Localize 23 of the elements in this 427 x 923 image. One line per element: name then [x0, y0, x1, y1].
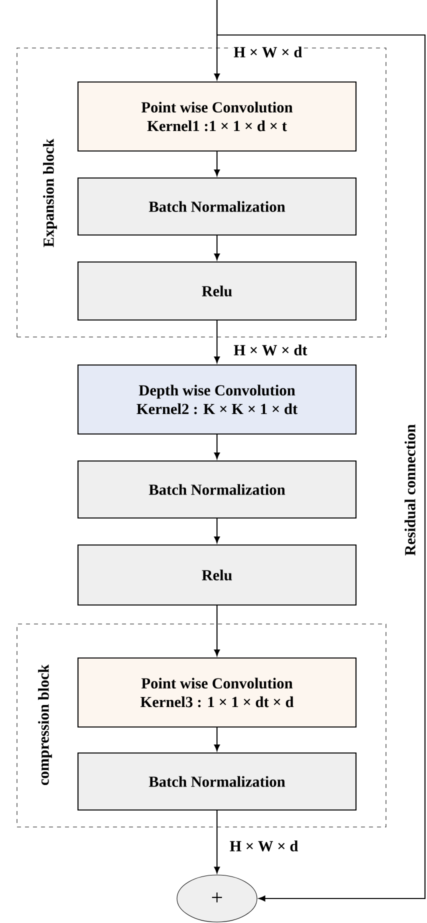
- process-box: Batch Normalization: [77, 177, 357, 236]
- arrow: [214, 320, 220, 363]
- block-label: Expansion block: [43, 138, 57, 248]
- process-box: Relu: [77, 544, 357, 606]
- arrow: [214, 152, 220, 176]
- process-box: Point wise Convolution Kernel3 : 1 × 1 × dt × d: [77, 657, 357, 728]
- arrow: [214, 236, 220, 260]
- edge-label: H × W × dt: [232, 343, 309, 357]
- process-box: Point wise Convolution Kernel1 :1 × 1 × d × t: [77, 81, 357, 152]
- process-box: Batch Normalization: [77, 460, 357, 519]
- arrow: [214, 518, 220, 543]
- arrow: [216, 0, 426, 902]
- edge-label: Residual connection: [403, 422, 417, 558]
- process-box: Relu: [77, 261, 357, 321]
- process-box: Depth wise Convolution Kernel2 : K × K × 1 × dt: [77, 364, 357, 435]
- block-label: compression block: [38, 664, 52, 786]
- edge-label: H × W × d: [232, 45, 304, 59]
- arrow: [214, 434, 220, 459]
- arrow: [214, 728, 220, 751]
- process-box: Batch Normalization: [77, 752, 357, 811]
- arrow: [214, 810, 220, 874]
- edge-label: H × W × d: [228, 839, 300, 853]
- arrow: [214, 606, 220, 656]
